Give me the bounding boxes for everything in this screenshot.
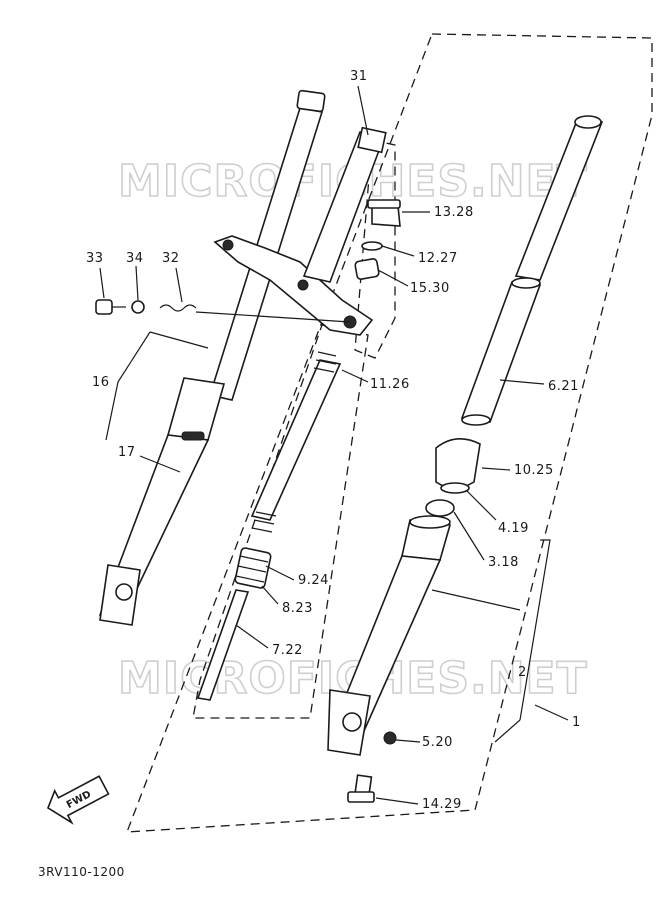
callout-2: 2 (518, 665, 527, 680)
callout-13-28: 13.28 (434, 205, 474, 220)
callout-15-30: 15.30 (410, 281, 450, 296)
diagram-code: 3RV110-1200 (38, 865, 125, 879)
callout-12-27: 12.27 (418, 251, 458, 266)
leader-lines (99, 85, 569, 805)
callout-34: 34 (126, 251, 144, 266)
callout-3-18: 3.18 (488, 555, 519, 570)
assembly-boundary (126, 33, 653, 833)
callout-4-19: 4.19 (498, 521, 529, 536)
callout-5-20: 5.20 (422, 735, 453, 750)
bolt-washer-clip-parts (95, 299, 351, 323)
callout-14-29: 14.29 (422, 797, 462, 812)
callout-10-25: 10.25 (514, 463, 554, 478)
callout-33: 33 (86, 251, 104, 266)
fwd-arrow-icon: FWD (47, 775, 110, 825)
damper-group-boundary (192, 324, 369, 719)
right-fork-parts (327, 115, 604, 803)
steering-group-boundary (354, 139, 396, 359)
callout-9-24: 9.24 (298, 573, 329, 588)
callout-32: 32 (162, 251, 180, 266)
callout-16: 16 (92, 375, 110, 390)
callout-7-22: 7.22 (272, 643, 303, 658)
callout-1: 1 (572, 715, 581, 730)
left-fork-assembly (98, 89, 387, 626)
damper-rod-group (196, 351, 342, 701)
steering-head-parts (354, 199, 401, 280)
callout-6-21: 6.21 (548, 379, 579, 394)
callout-labels: 31 13.28 12.27 15.30 33 34 32 16 17 11.2… (86, 69, 581, 812)
callout-31: 31 (350, 69, 368, 84)
callout-17: 17 (118, 445, 136, 460)
callout-11-26: 11.26 (370, 377, 410, 392)
callout-8-23: 8.23 (282, 601, 313, 616)
